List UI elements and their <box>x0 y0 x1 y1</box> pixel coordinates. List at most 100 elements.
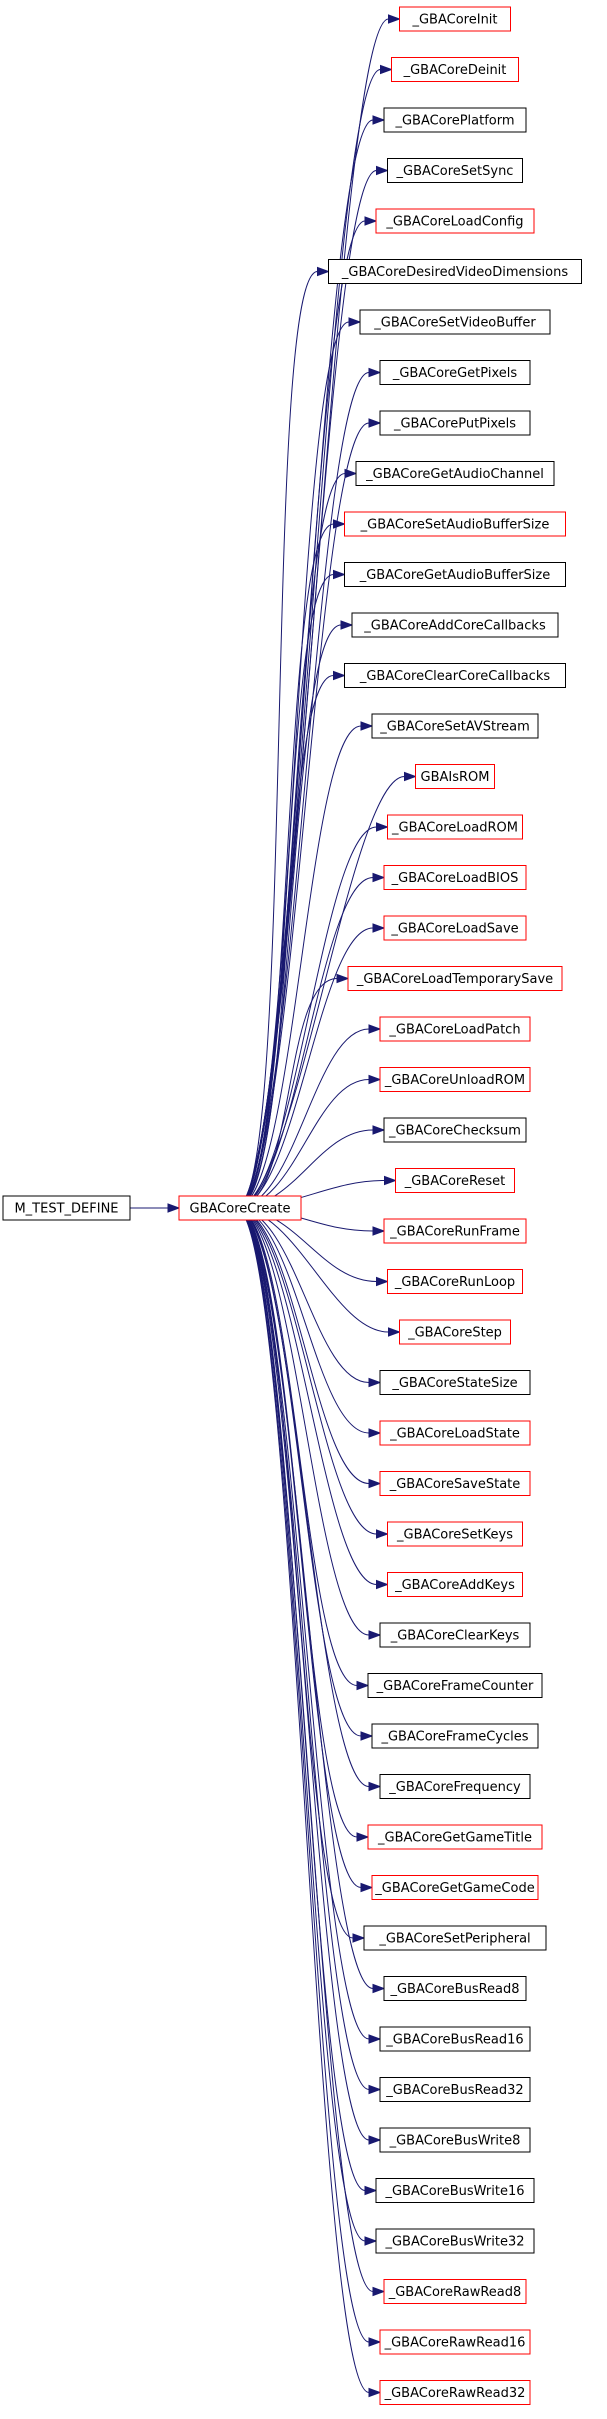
callee-node[interactable]: GBAIsROM <box>415 764 495 789</box>
root-node[interactable]: M_TEST_DEFINE <box>2 1195 131 1221</box>
callee-node-box <box>379 1622 531 1648</box>
callee-node[interactable]: _GBACoreLoadTemporarySave <box>347 966 563 991</box>
callee-node-box <box>344 663 566 688</box>
callee-node[interactable]: _GBACoreSetAudioBufferSize <box>344 511 566 537</box>
callee-node-label: _GBACoreLoadPatch <box>388 1023 520 1038</box>
callee-node-label: _GBACoreClearKeys <box>390 1629 520 1644</box>
callee-node[interactable]: _GBACoreSetAVStream <box>371 713 539 739</box>
callee-node[interactable]: _GBACoreLoadPatch <box>379 1016 531 1042</box>
callee-node[interactable]: _GBACoreBusRead8 <box>383 1976 527 2001</box>
edge-hub-to-callee <box>235 1207 370 1636</box>
callee-node-box <box>379 2077 531 2102</box>
callee-node[interactable]: _GBACoreDeinit <box>391 57 519 82</box>
callee-node[interactable]: _GBACoreSaveState <box>379 1471 531 1496</box>
edge-arrowhead <box>372 923 386 933</box>
callee-node[interactable]: _GBACoreReset <box>395 1168 515 1193</box>
callee-node-label: _GBACoreStateSize <box>391 1376 517 1391</box>
callee-node[interactable]: _GBACoreStep <box>399 1319 511 1345</box>
callee-node-label: _GBACoreSetAVStream <box>379 720 530 735</box>
edge-arrowhead <box>360 1882 374 1893</box>
edge-arrowhead <box>360 721 374 731</box>
callee-node[interactable]: _GBACorePlatform <box>383 107 527 133</box>
callee-node[interactable]: _GBACoreRunLoop <box>387 1269 523 1294</box>
callee-node[interactable]: _GBACoreSetVideoBuffer <box>359 309 551 335</box>
callee-node[interactable]: _GBACoreRunFrame <box>383 1218 527 1244</box>
callee-node[interactable]: _GBACoreGetAudioChannel <box>355 461 555 486</box>
callee-node-box <box>391 57 519 82</box>
callee-node[interactable]: _GBACoreGetPixels <box>379 360 531 385</box>
callee-node-label: _GBACoreRawRead16 <box>384 2336 526 2351</box>
callee-node[interactable]: _GBACoreLoadSave <box>383 915 527 941</box>
callee-node[interactable]: _GBACoreBusRead32 <box>379 2077 531 2102</box>
edge-arrowhead <box>368 1377 382 1388</box>
callee-node-label: _GBACoreLoadSave <box>390 922 518 937</box>
callee-node[interactable]: _GBACoreRawRead16 <box>379 2329 531 2355</box>
callee-node[interactable]: _GBACoreBusWrite16 <box>375 2178 535 2203</box>
edge-hub-to-callee <box>235 321 350 1209</box>
callee-node[interactable]: _GBACoreSetPeripheral <box>363 1925 547 1951</box>
callee-node[interactable]: _GBACoreGetGameTitle <box>367 1824 543 1850</box>
hub-node[interactable]: GBACoreCreate <box>178 1195 302 1221</box>
edge-arrowhead <box>384 1175 397 1186</box>
callee-node[interactable]: _GBACoreInit <box>399 6 511 32</box>
callee-node-label: _GBACoreBusRead8 <box>389 1982 519 1997</box>
callee-node[interactable]: _GBACoreBusWrite32 <box>375 2228 535 2254</box>
edge-arrowhead <box>336 973 350 984</box>
edge-arrowhead <box>344 468 358 479</box>
edge-arrowhead <box>368 1781 382 1792</box>
callee-node[interactable]: _GBACoreAddKeys <box>387 1572 523 1597</box>
callee-node[interactable]: _GBACoreDesiredVideoDimensions <box>328 259 582 284</box>
callee-node-box <box>383 915 527 941</box>
callee-node-box <box>375 208 535 234</box>
callee-node-box <box>375 2178 535 2203</box>
callee-node[interactable]: _GBACoreFrameCycles <box>371 1723 539 1749</box>
callee-node[interactable]: _GBACoreGetGameCode <box>371 1875 539 1900</box>
callee-node-box <box>351 612 559 638</box>
callee-node-label: _GBACoreFrameCounter <box>376 1679 534 1694</box>
callee-node[interactable]: _GBACoreUnloadROM <box>379 1067 531 1092</box>
callee-node[interactable]: _GBACoreLoadState <box>379 1420 531 1446</box>
callee-node[interactable]: _GBACoreFrameCounter <box>367 1673 543 1698</box>
callee-node-label: _GBACoreAddCoreCallbacks <box>363 619 546 634</box>
callee-node[interactable]: _GBACoreClearCoreCallbacks <box>344 663 566 688</box>
callee-node[interactable]: _GBACoreRawRead32 <box>379 2380 531 2405</box>
callee-node-box <box>387 814 523 840</box>
callee-node[interactable]: _GBACoreClearKeys <box>379 1622 531 1648</box>
callee-node[interactable]: _GBACoreLoadBIOS <box>383 865 527 890</box>
edge-arrowhead <box>376 1276 389 1287</box>
edge-hub-to-callee <box>235 1207 377 1535</box>
callee-node-label: _GBACoreBusWrite32 <box>384 2235 524 2250</box>
callee-node[interactable]: _GBACorePutPixels <box>379 410 531 436</box>
edge-arrowhead <box>368 2034 382 2044</box>
callee-node[interactable]: _GBACoreSetSync <box>387 158 523 183</box>
callee-node[interactable]: _GBACoreGetAudioBufferSize <box>344 562 566 587</box>
callee-node-label: _GBACoreGetGameTitle <box>377 1831 532 1846</box>
callee-node[interactable]: _GBACoreRawRead8 <box>383 2279 527 2304</box>
edge-hub-to-callee <box>235 1207 374 2292</box>
callee-node[interactable]: _GBACoreBusWrite8 <box>379 2127 531 2153</box>
edge-hub-to-callee <box>235 1207 358 1686</box>
edge-hub-to-callee <box>235 826 377 1209</box>
edge-arrowhead <box>356 1680 370 1691</box>
callee-node-label: _GBACoreBusRead32 <box>385 2083 523 2098</box>
edge-arrowhead <box>372 2286 386 2297</box>
edge-arrowhead <box>376 1529 389 1539</box>
callee-node[interactable]: _GBACoreFrequency <box>379 1774 531 1799</box>
callee-node-box <box>371 1875 539 1900</box>
callee-node-label: _GBACoreSetAudioBufferSize <box>360 518 550 533</box>
edge-hub-to-callee <box>235 725 362 1209</box>
callee-node[interactable]: _GBACoreLoadConfig <box>375 208 535 234</box>
callee-node[interactable]: _GBACoreBusRead16 <box>379 2026 531 2052</box>
callee-node-box <box>379 410 531 436</box>
callee-node[interactable]: _GBACoreAddCoreCallbacks <box>351 612 559 638</box>
callee-node[interactable]: _GBACoreChecksum <box>383 1117 527 1143</box>
callee-node[interactable]: _GBACoreLoadROM <box>387 814 523 840</box>
callee-node[interactable]: _GBACoreStateSize <box>379 1370 531 1395</box>
callee-node-label: _GBACoreRawRead8 <box>388 2285 522 2300</box>
callee-node[interactable]: _GBACoreSetKeys <box>387 1521 523 1547</box>
callee-node-box <box>367 1824 543 1850</box>
callee-node-box <box>375 2228 535 2254</box>
edge-hub-to-callee <box>235 1207 370 1787</box>
callee-node-label: _GBACoreUnloadROM <box>384 1073 525 1088</box>
edge-arrowhead <box>368 367 382 378</box>
